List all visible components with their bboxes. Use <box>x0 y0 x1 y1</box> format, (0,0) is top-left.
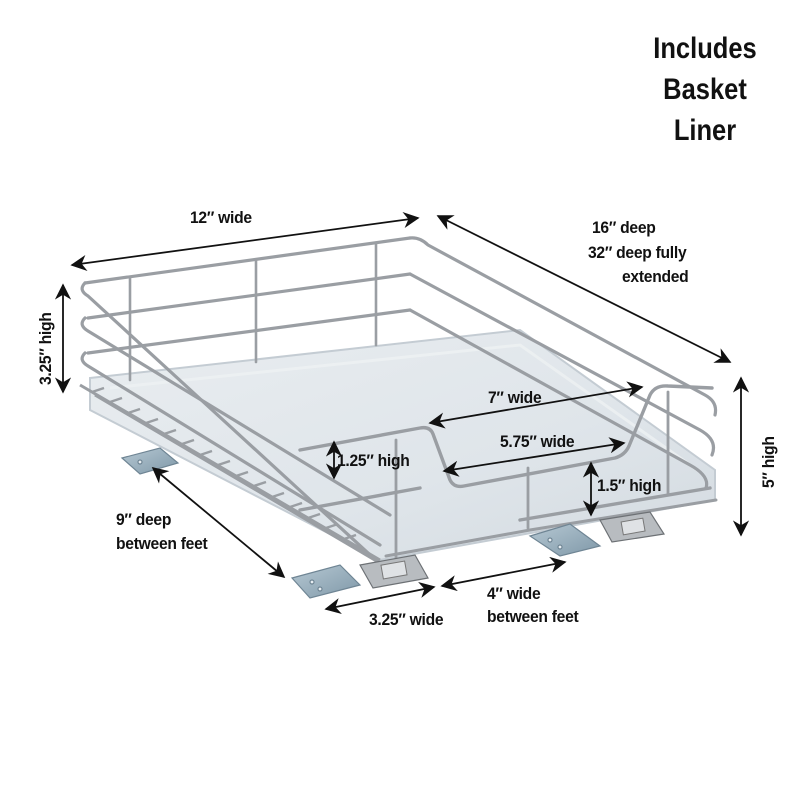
headline-line-3: Liner <box>673 114 737 147</box>
notch-top-width-arrow <box>428 381 644 429</box>
foot-width-label: 3.25″ wide <box>369 610 444 629</box>
dimension-lines <box>54 211 750 615</box>
headline-includes-basket-liner: Includes Basket Liner <box>633 28 778 151</box>
feet-spacing-label-line-2: between feet <box>487 607 579 626</box>
feet-depth-label-line-2: between feet <box>116 534 208 553</box>
overall-width-label: 12″ wide <box>190 208 252 227</box>
mounting-feet <box>120 447 602 599</box>
notch-top-width-label: 7″ wide <box>488 388 542 407</box>
feet-depth-arrow <box>151 466 286 579</box>
overall-depth-label-line-2: 32″ deep fully <box>588 243 687 262</box>
feet-spacing-arrow <box>440 556 567 592</box>
overall-depth-label-line-3: extended <box>622 267 689 286</box>
width-dimension-arrow <box>70 211 420 272</box>
feet-depth-label-line-1: 9″ deep <box>116 510 172 529</box>
notch-depth-label: 1.25″ high <box>337 451 410 470</box>
depth-dimension-arrow <box>436 215 732 363</box>
notch-bottom-width-label: 5.75″ wide <box>500 432 575 451</box>
front-lip-height-label: 1.5″ high <box>597 476 662 495</box>
back-height-label: 3.25″ high <box>36 312 55 385</box>
foot-width-arrow <box>324 581 436 615</box>
notch-bottom-width-arrow <box>442 437 626 477</box>
front-height-label: 5″ high <box>759 436 778 488</box>
headline-line-1: Includes <box>653 32 757 65</box>
overall-depth-label-line-1: 16″ deep <box>592 218 656 237</box>
drawer-slides <box>359 511 665 589</box>
headline-line-2: Basket <box>663 73 747 106</box>
feet-spacing-label-line-1: 4″ wide <box>487 584 541 603</box>
